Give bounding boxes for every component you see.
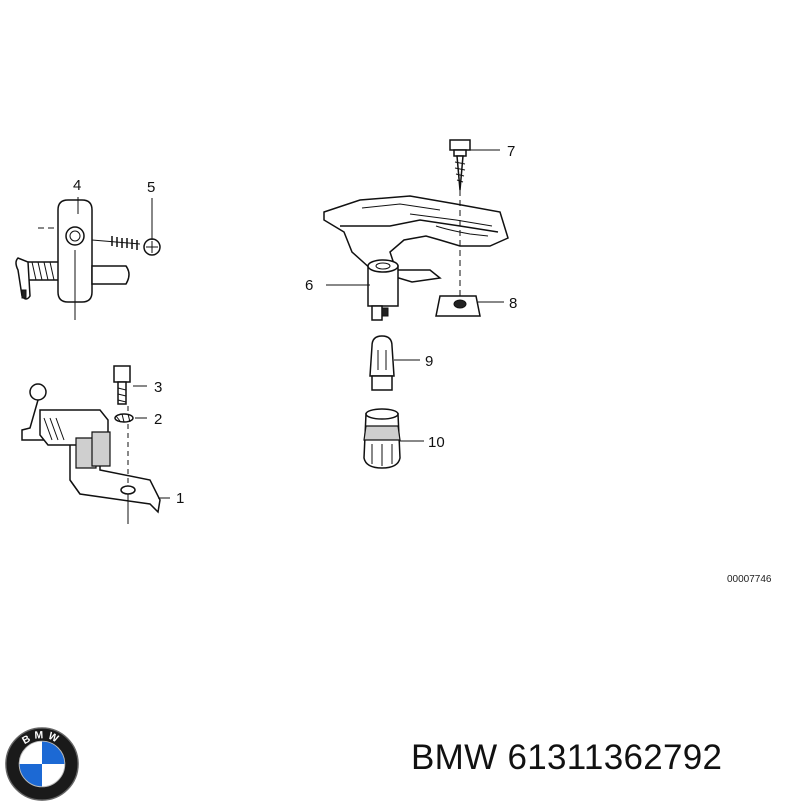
switch-bracket bbox=[21, 383, 161, 524]
callout-4: 4 bbox=[73, 177, 81, 194]
callout-1: 1 bbox=[176, 490, 184, 507]
bulb-9 bbox=[369, 335, 395, 391]
callout-6: 6 bbox=[305, 277, 313, 294]
socket-10 bbox=[363, 408, 401, 469]
callout-10: 10 bbox=[428, 434, 445, 451]
washer-2 bbox=[114, 413, 134, 423]
callout-9: 9 bbox=[425, 353, 433, 370]
pad-8 bbox=[435, 295, 481, 317]
part-label: BMW 61311362792 bbox=[411, 738, 723, 777]
screw-7 bbox=[449, 139, 471, 191]
screw-3 bbox=[113, 365, 131, 405]
callout-8: 8 bbox=[509, 295, 517, 312]
bmw-logo: BMW bbox=[5, 727, 79, 801]
leader-lines bbox=[77, 149, 504, 499]
lamp-socket-6 bbox=[367, 259, 399, 321]
callout-7: 7 bbox=[507, 143, 515, 160]
drawing-number: 00007746 bbox=[727, 574, 772, 585]
screw-5 bbox=[91, 236, 161, 256]
door-contact-switch bbox=[15, 199, 130, 320]
callout-5: 5 bbox=[147, 179, 155, 196]
callout-2: 2 bbox=[154, 411, 162, 428]
lamp-bracket bbox=[323, 150, 509, 300]
callout-3: 3 bbox=[154, 379, 162, 396]
